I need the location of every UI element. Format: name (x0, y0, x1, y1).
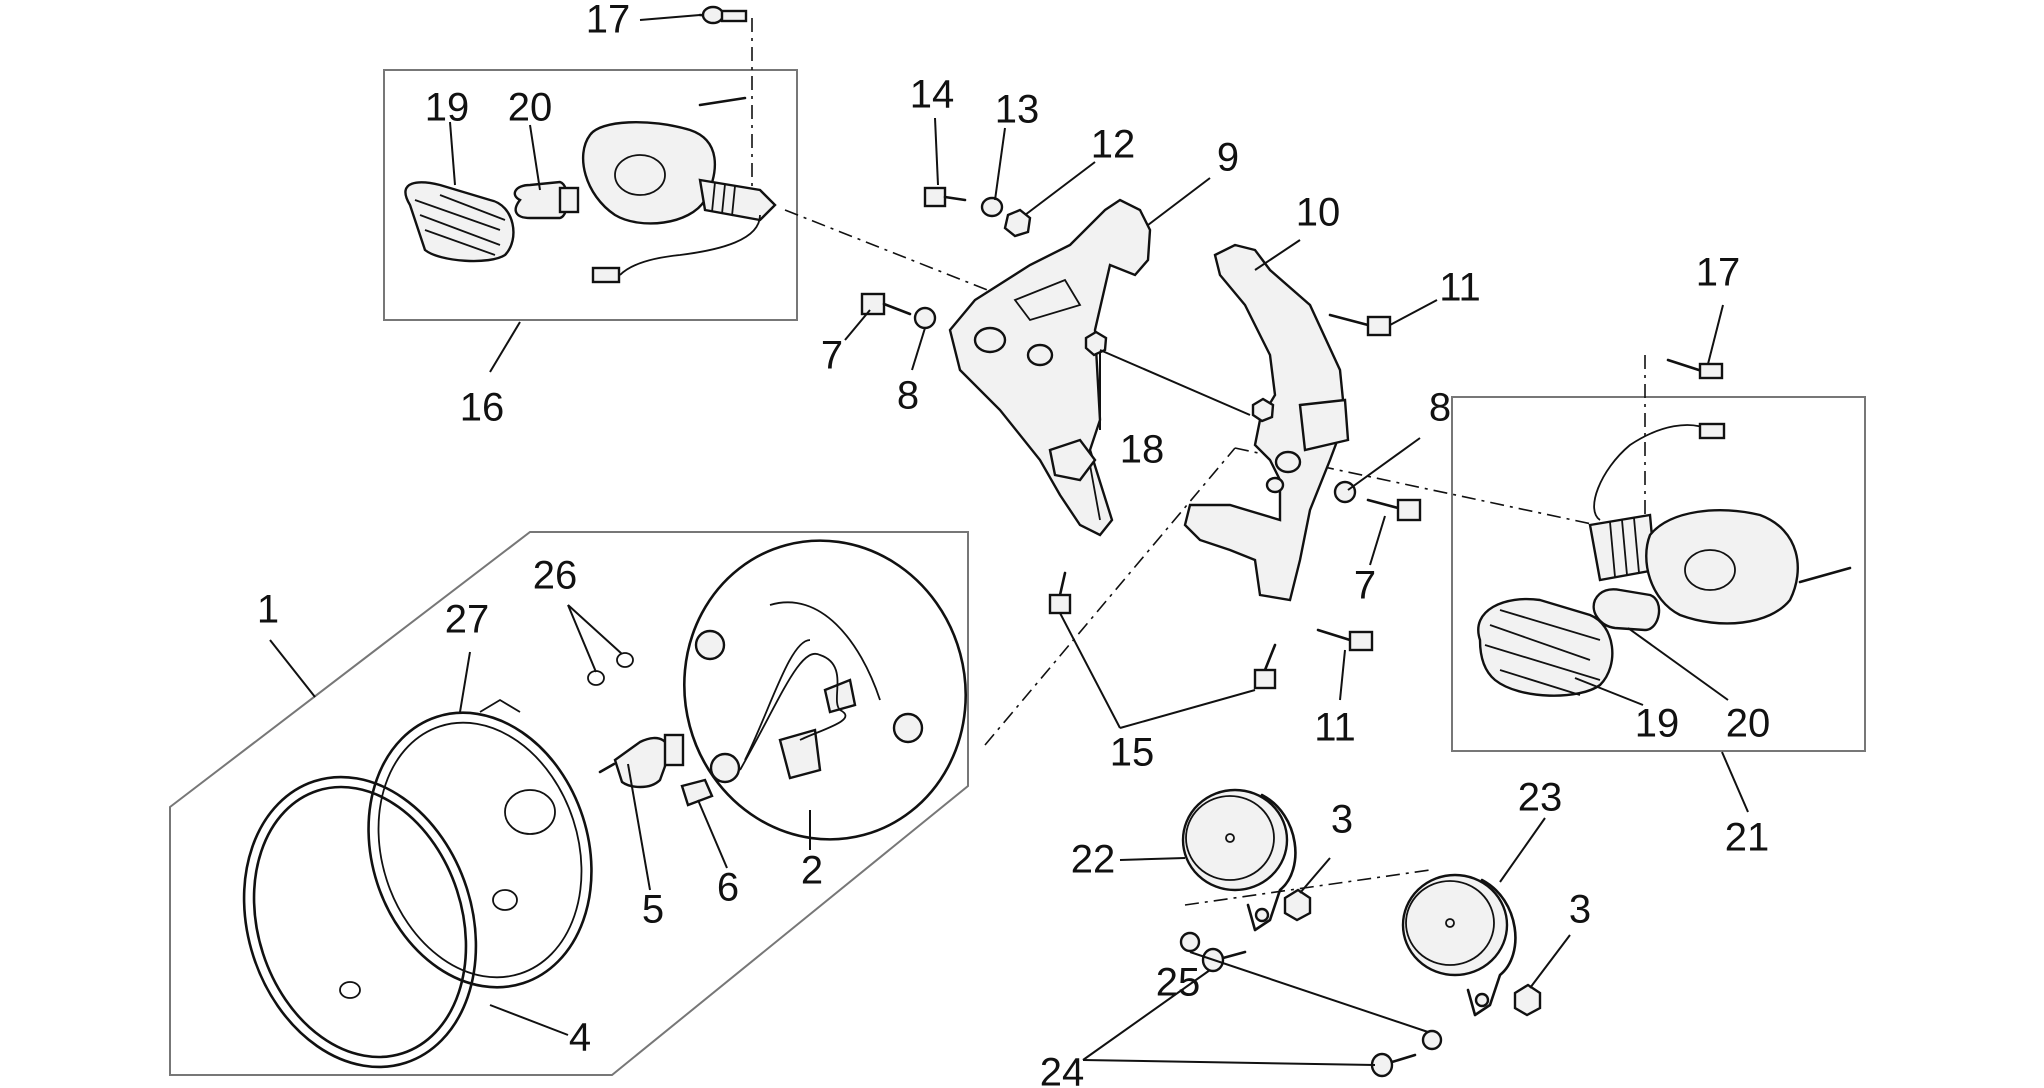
bolt-7-right (1366, 498, 1422, 522)
callout-6: 6 (717, 866, 739, 910)
callout-19-right: 19 (1635, 702, 1680, 746)
callout-8-right: 8 (1429, 386, 1451, 430)
callout-8-left: 8 (897, 374, 919, 418)
screw-15-bottom (1253, 643, 1277, 690)
headlight-rim-4 (242, 775, 478, 1069)
washer-25-left (1179, 931, 1201, 953)
callout-9: 9 (1217, 136, 1239, 180)
callout-11-bottom: 11 (1314, 706, 1356, 750)
bolt-14 (923, 186, 967, 208)
callout-20-right: 20 (1726, 702, 1771, 746)
callout-2: 2 (801, 849, 823, 893)
callout-12: 12 (1091, 123, 1136, 167)
bulb-6 (680, 778, 714, 807)
bracket-9 (948, 198, 1152, 537)
callout-10: 10 (1296, 191, 1341, 235)
horn-23 (1401, 873, 1517, 1017)
screw-17-left (698, 5, 748, 25)
nut-3-right (1513, 983, 1542, 1017)
nut-18-top (1084, 330, 1108, 357)
callout-20-left: 20 (508, 86, 553, 130)
callout-5: 5 (642, 888, 664, 932)
turn-signal-right (1477, 358, 1852, 697)
washer-8-right (1333, 480, 1357, 504)
callout-11-top: 11 (1439, 266, 1481, 310)
callout-22: 22 (1071, 838, 1116, 882)
callout-18: 18 (1120, 428, 1165, 472)
lens-19-left (404, 181, 515, 263)
screw-24-right (1370, 1052, 1417, 1078)
nut-18-bottom (1251, 397, 1275, 423)
callout-25: 25 (1156, 961, 1201, 1005)
bulb-20-left (513, 180, 580, 220)
callout-16: 16 (460, 386, 505, 430)
callout-17-left: 17 (586, 0, 631, 42)
turn-signal-housing-left (582, 96, 777, 284)
callout-27: 27 (445, 598, 490, 642)
bolt-11-bottom (1316, 628, 1374, 652)
bolt-11-top (1328, 313, 1392, 337)
bolt-7-left (860, 292, 912, 316)
turn-signal-left-group-box (383, 69, 798, 321)
callout-7-left: 7 (821, 334, 843, 378)
callout-19-left: 19 (425, 86, 470, 130)
callout-3-left: 3 (1331, 798, 1353, 842)
nut-12 (1003, 208, 1032, 238)
headlight-shell-2 (683, 539, 967, 841)
turn-signal-right-group-box (1451, 396, 1866, 752)
callout-13: 13 (995, 88, 1040, 132)
screw-15-top (1048, 571, 1072, 615)
bracket-10 (1183, 243, 1350, 602)
horn-22 (1181, 788, 1297, 932)
screw-17-right (1666, 358, 1724, 380)
headlight-reflector-27 (367, 698, 593, 989)
callout-21: 21 (1725, 816, 1770, 860)
washer-25-right (1421, 1029, 1443, 1051)
assembly-centerlines (751, 18, 1646, 906)
callout-1: 1 (257, 588, 279, 632)
callout-23: 23 (1518, 776, 1563, 820)
callout-4: 4 (569, 1016, 591, 1060)
lens-19-right (1477, 597, 1614, 697)
turn-signal-left (404, 5, 777, 284)
callout-26: 26 (533, 554, 578, 598)
callout-24: 24 (1040, 1051, 1085, 1088)
bulb-5 (598, 733, 685, 789)
nut-3-left (1283, 888, 1312, 922)
callout-15: 15 (1110, 731, 1155, 775)
washer-13 (980, 196, 1004, 218)
washer-8-left (913, 306, 937, 330)
leader-lines (269, 14, 1749, 1066)
callout-labels: 17 19 20 16 14 13 12 9 10 11 7 8 18 8 7 … (257, 0, 1770, 1088)
callout-14: 14 (910, 73, 955, 117)
callout-17-right: 17 (1696, 251, 1741, 295)
headlight-group-box (169, 531, 969, 1076)
callout-7-right: 7 (1354, 564, 1376, 608)
callout-3-right: 3 (1569, 888, 1591, 932)
